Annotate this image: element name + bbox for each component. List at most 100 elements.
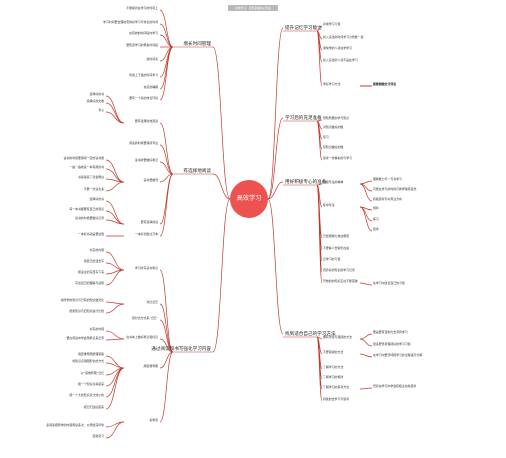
branch-right-1[interactable]: 提升记忆学习能力 xyxy=(285,26,322,31)
leaf-left-3-4-1[interactable]: 书写的内容 xyxy=(89,327,104,331)
subtopic-right-1-1[interactable]: 养成学习习惯 xyxy=(323,22,341,26)
leaf-left-2-4-4[interactable]: 不要一次读太多 xyxy=(83,187,104,191)
subtopic-left-1-6[interactable]: 利用上下班的时间学习 xyxy=(129,73,158,77)
subtopic-right-1-2[interactable]: 投入适当的时间学习力所能一些 xyxy=(323,35,364,39)
subtopic-right-3-1[interactable]: 积极专注的精神 xyxy=(323,180,344,184)
leaf-right-3-7-1[interactable]: 在学习中改变自己的习惯 xyxy=(373,281,405,285)
branch-curve xyxy=(159,173,174,237)
leaf-left-3-4-2[interactable]: 要在阅读中学会用笔记来记录 xyxy=(66,336,104,340)
subtopic-left-3-4[interactable]: 在书本上做好笔记和标记 xyxy=(126,335,158,339)
leaf-left-2-4-3[interactable]: 书读得多了就会明白 xyxy=(77,175,104,179)
leaf-right-1-5-1[interactable]: 在适当的学习环境 xyxy=(373,82,397,86)
subtopic-right-1-4[interactable]: 投入适当的人就不是在学习 xyxy=(323,58,358,62)
branch-curve xyxy=(105,200,125,225)
subtopic-right-4-1[interactable]: 拥有坚持与保持的方法 xyxy=(323,335,352,339)
leaf-left-2-5-1[interactable]: 选择好的书 xyxy=(89,197,104,201)
subtopic-right-2-4[interactable]: 复知识做好的做 xyxy=(323,145,344,149)
leaf-left-3-6-1[interactable]: 多阅读把所学的内容再读多次，以便加深印象 xyxy=(46,423,104,427)
subtopic-right-3-6[interactable]: 培养好的知识的学习记录 xyxy=(323,268,355,272)
subtopic-left-1-4[interactable]: 要知道学习的黄金时间段 xyxy=(126,43,158,47)
leaf-left-3-2-2[interactable]: 把新知识与旧知识进行比较 xyxy=(69,309,104,313)
branch-curve xyxy=(105,102,125,124)
leaf-right-4-1-1[interactable]: 要是要有自制力去坚持学习 xyxy=(373,330,408,334)
leaf-left-3-5-4[interactable]: 把一个知识点串起来 xyxy=(77,382,104,386)
leaf-left-2-5-2[interactable]: 每一本书都要有自己的观点 xyxy=(69,207,104,211)
subtopic-right-4-2[interactable]: 不要错误的方法 xyxy=(323,350,344,354)
leaf-left-3-1-4[interactable]: 写出自己的理解与感受 xyxy=(75,281,104,285)
subtopic-left-1-2[interactable]: 学习时间要合理地安排好学习与休息的时间 xyxy=(103,20,158,24)
branch-left-1[interactable]: 增长时间管理 xyxy=(183,42,211,47)
subtopic-left-3-5[interactable]: 用思维导图 xyxy=(143,364,158,368)
subtopic-left-2-3[interactable]: 读书时要做好笔记 xyxy=(134,158,158,162)
leaf-left-3-2-1[interactable]: 将所学的知识与已有的知识做对比 xyxy=(60,298,104,302)
leaf-right-3-2-2[interactable]: 练习 xyxy=(373,217,379,221)
leaf-left-2-6-1[interactable]: 一本好书就是要读懂 xyxy=(77,232,104,236)
leaf-right-3-1-2[interactable]: 可能在学习的时候与教师保持自然 xyxy=(373,187,417,191)
branch-curve xyxy=(316,183,323,186)
subtopic-left-1-3[interactable]: 在有效的时间段内学习 xyxy=(129,31,158,35)
branch-right-2[interactable]: 学习后的充足准备 xyxy=(285,116,322,121)
leaf-left-2-1-3[interactable]: 专心 xyxy=(98,108,104,112)
subtopic-left-3-6[interactable]: 多重复 xyxy=(149,418,158,422)
subtopic-right-1-5[interactable]: 学好学习方法 xyxy=(323,82,341,86)
subtopic-left-2-4[interactable]: 读书要做到 xyxy=(143,178,158,182)
leaf-right-3-2-1[interactable]: 倾听 xyxy=(373,206,379,210)
subtopic-right-4-4[interactable]: 了解学习的规律 xyxy=(323,375,344,379)
leaf-right-4-1-2[interactable]: 很多要坚持保持好的学习习惯 xyxy=(373,342,411,346)
leaf-right-3-1-3[interactable]: 积极思考带动专注方向 xyxy=(373,197,402,201)
leaf-right-1-5-2[interactable]: 给学习设立计划表 xyxy=(373,82,397,86)
leaf-left-3-5-6[interactable]: 把它们连接起来 xyxy=(83,405,104,409)
branch-curve xyxy=(316,336,323,402)
subtopic-left-2-5[interactable]: 要有选择的读 xyxy=(140,220,158,224)
subtopic-left-1-7[interactable]: 充足的睡眠 xyxy=(143,85,158,89)
leaf-left-3-5-5[interactable]: 把一个大的知识点分成小的 xyxy=(69,393,104,397)
subtopic-left-1-8[interactable]: 要有一个好的休息环境 xyxy=(129,96,158,100)
leaf-left-2-4-1[interactable]: 读书的时候要保持一定的读书量 xyxy=(63,156,104,160)
subtopic-left-2-1[interactable]: 要有选择性地阅读 xyxy=(134,119,158,123)
subtopic-right-3-5[interactable]: 记学习的习惯 xyxy=(323,257,341,261)
leaf-right-4-5-1[interactable]: 培养在学习中学会积极主动地思考 xyxy=(373,384,417,388)
leaf-left-2-1-1[interactable]: 选择好的书 xyxy=(89,92,104,96)
leaf-right-3-1-1[interactable]: 理解能力与一与书学习 xyxy=(373,177,402,181)
leaf-left-3-1-1[interactable]: 书写的内容 xyxy=(89,248,104,252)
subtopic-right-1-3[interactable]: 通常学的人就在学学习 xyxy=(323,46,352,50)
subtopic-right-4-3[interactable]: 了解学习的方法 xyxy=(323,365,344,369)
branch-right-4[interactable]: 找到适合自己的学习方法 xyxy=(285,332,336,337)
subtopic-right-2-5[interactable]: 思考一份精彩的与学习 xyxy=(323,156,352,160)
subtopic-right-4-6[interactable]: 持续的去学习与思考 xyxy=(323,397,350,401)
branch-curve xyxy=(105,355,125,369)
subtopic-left-3-3[interactable]: 用对比方式来“记忆” xyxy=(131,316,158,320)
branch-right-3[interactable]: 用好积极专心的准备 xyxy=(285,180,327,185)
branch-left-3[interactable]: 通过阅读和书写强化学习内容 xyxy=(151,347,211,352)
subtopic-right-2-3[interactable]: 复习 xyxy=(323,135,329,139)
subtopic-left-3-1[interactable]: 学习时写读书笔记 xyxy=(134,266,158,270)
leaf-right-4-2-1[interactable]: 在学习中要坚持把学习的过程进行分解 xyxy=(373,353,423,357)
leaf-right-1-5-3[interactable]: 有效的时 xyxy=(373,82,385,86)
subtopic-right-2-1[interactable]: 预知所要的学习知识 xyxy=(323,116,350,120)
leaf-left-3-5-1[interactable]: 用思维导图整理思路 xyxy=(77,352,104,356)
subtopic-left-1-5[interactable]: 给时间表 xyxy=(146,57,158,61)
leaf-left-2-4-2[interactable]: 一遍一遍地读一本有用的书 xyxy=(69,165,104,169)
leaf-left-3-5-2[interactable]: 将知识点用图形化的方式 xyxy=(72,359,104,363)
leaf-left-2-5-3[interactable]: 读书的时候要做好记录 xyxy=(75,216,104,220)
leaf-left-3-1-2[interactable]: 用自己的话去写 xyxy=(83,259,104,263)
branch-curve xyxy=(159,161,174,175)
leaf-left-3-1-3[interactable]: 把读过的东西写下来 xyxy=(77,270,104,274)
subtopic-right-3-7[interactable]: 开始新的知识正在不断突破 xyxy=(323,279,358,283)
leaf-left-3-5-3[interactable]: 以“思维导图”记忆 xyxy=(80,371,104,375)
subtopic-left-2-2[interactable]: 阅读的时候要保持专注 xyxy=(129,141,158,145)
subtopic-right-2-2[interactable]: 对知识做好的做 xyxy=(323,125,344,129)
central-topic[interactable]: 高效学习 xyxy=(230,180,268,218)
leaf-right-3-2-3[interactable]: 思考 xyxy=(373,227,379,231)
subtopic-right-3-4[interactable]: 不要看人去聊天在说 xyxy=(323,246,350,250)
subtopic-left-1-1[interactable]: 不能拖沓在学习的时间上 xyxy=(126,6,158,10)
leaf-left-2-1-2[interactable]: 选择好的文章 xyxy=(86,99,104,103)
subtopic-left-3-2[interactable]: 对比记忆 xyxy=(146,300,158,304)
subtopic-right-4-5[interactable]: 了解学习的思考方法 xyxy=(323,385,350,389)
branch-left-2[interactable]: 有选择地阅读 xyxy=(183,169,211,174)
branch-curve xyxy=(105,303,125,314)
subtopic-right-3-2[interactable]: 集中专注 xyxy=(323,203,335,207)
subtopic-right-3-3[interactable]: 已经把精力放在哪里 xyxy=(323,234,350,238)
leaf-left-3-6-2[interactable]: 经常复习 xyxy=(92,434,104,438)
subtopic-left-2-6[interactable]: 一本好书胜过万本 xyxy=(134,232,158,236)
